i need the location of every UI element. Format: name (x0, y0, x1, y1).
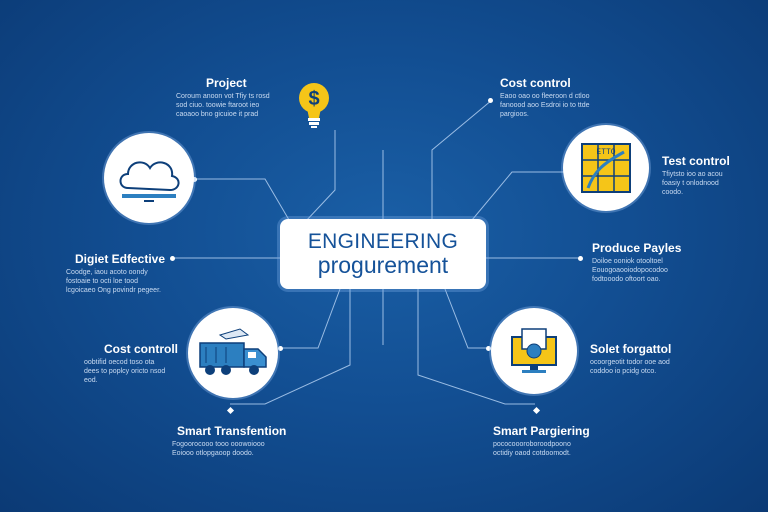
node-digital-desc-3: lcgoicaeo Ong povindr pegeer. (66, 287, 161, 294)
connector-dot (170, 256, 175, 261)
test-control-circle: ETTO (563, 125, 649, 211)
connector-monitor (444, 288, 490, 349)
node-produce-desc-1: Doiloe ooniok otooltoel (592, 258, 663, 265)
central-topic-box: ENGINEERING progurement (280, 219, 486, 289)
truck-node-circle (188, 308, 278, 398)
node-solet-desc-2: coddoo io pcidg otco. (590, 368, 657, 375)
node-solet-desc-1: ocoorgeotit todor ooe aod (590, 359, 670, 366)
connector-project (304, 130, 336, 223)
node-cost-control-left-desc-2: dees to poplcy oricto nsod (84, 368, 166, 375)
monitor-globe-icon (511, 328, 557, 373)
node-smart-transfention-desc-2: Eoiooo otlopgaoop doodo. (172, 450, 254, 457)
node-project-desc-2: sod ciuo. toowie ftaroot ieo (176, 102, 260, 109)
connector-dot (488, 98, 493, 103)
node-digital-desc-2: fostoaie to octi loe tood (66, 278, 138, 285)
central-topic-line1: ENGINEERING (307, 229, 459, 253)
node-produce-desc-3: fodtooodo oftoort oao. (592, 276, 661, 283)
connector-dot (578, 256, 583, 261)
node-digital-desc-1: Coodge, iaou acoto oondy (66, 269, 148, 276)
node-project-title: Project (206, 76, 247, 90)
cloud-node-circle (104, 133, 194, 223)
central-topic-line2: progurement (317, 251, 449, 278)
node-project-desc-3: caoaoo bno gicuioe it prad (176, 111, 259, 118)
node-smart-pargiering-desc-1: pococoooroboroodpoono (493, 441, 571, 448)
connector-dot (278, 346, 283, 351)
monitor-node-circle (491, 308, 577, 394)
node-produce-desc-2: Eouogoaooiodopocodoo (592, 267, 668, 274)
node-cost-control-left-desc-1: oobtifid oecod toso ota (84, 359, 155, 366)
node-smart-transfention-title: Smart Transfention (177, 424, 287, 438)
connector-truck (280, 288, 341, 349)
cloud-icon (119, 161, 180, 202)
connector-lower-left (230, 289, 351, 405)
connector-test-control (471, 171, 568, 221)
node-test-control-desc-3: coodo. (662, 189, 684, 196)
node-digital-title: Digiet Edfective (75, 252, 166, 266)
node-smart-pargiering-title: Smart Pargiering (493, 424, 590, 438)
node-cost-control-top-desc-3: pargioos. (500, 111, 529, 118)
connector-dot (192, 177, 197, 182)
node-test-control-desc-1: Tfiytsto ioo ao acou (662, 171, 723, 178)
svg-text:$: $ (308, 88, 319, 110)
connector-cost-control-top (431, 99, 493, 219)
node-solet-title: Solet forgattol (590, 342, 672, 356)
node-cost-control-top-desc-2: fanoood aoo Esdroi io to ttde (500, 102, 590, 109)
node-test-control-title: Test control (662, 154, 730, 168)
node-test-control-desc-2: foasiy t onlodnood (662, 180, 719, 187)
node-cost-control-left-title: Cost controll (104, 342, 178, 356)
node-smart-transfention-desc-1: Fogoorocooo tooo ooowoiooo (172, 441, 265, 448)
node-cost-control-top-title: Cost control (500, 76, 571, 90)
node-produce-title: Produce Payles (592, 241, 682, 255)
connector-cloud (195, 178, 293, 226)
node-smart-pargiering-desc-2: octidiy oaod cotdoomodt. (493, 450, 571, 457)
connector-dot (486, 346, 491, 351)
chart-board-text: ETTO (596, 148, 615, 157)
node-cost-control-left-desc-3: eod. (84, 377, 98, 384)
connector-lower-right (417, 289, 535, 405)
node-cost-control-top-desc-1: Eaoo oao oo fleeroon d ctloo (500, 93, 590, 100)
lightbulb-dollar-icon: $ (296, 80, 332, 132)
node-project-desc-1: Coroum anoon vot Tfiy ts rosd (176, 93, 270, 100)
truck-icon (199, 328, 267, 375)
chart-board-icon: ETTO (581, 143, 631, 193)
